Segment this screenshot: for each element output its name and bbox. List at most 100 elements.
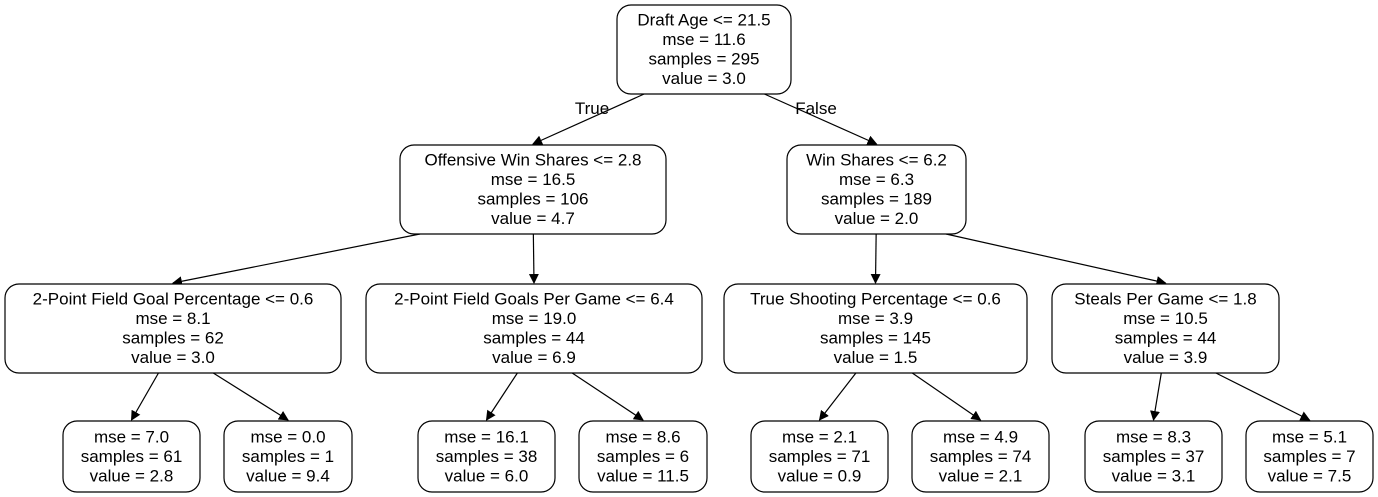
- edge-arrow: [1150, 372, 1162, 421]
- node-box: [223, 420, 353, 493]
- node-text-line: mse = 10.5: [1123, 309, 1208, 328]
- node-text-line: mse = 16.5: [491, 170, 576, 189]
- node-box: [1084, 420, 1223, 493]
- tree-edge: [1215, 372, 1311, 421]
- node-text-line: value = 11.5: [597, 466, 689, 485]
- node-box: [4, 283, 342, 374]
- tree-edge: [130, 372, 159, 421]
- node-box: [578, 420, 708, 493]
- node-text-line: value = 3.1: [1112, 466, 1196, 485]
- node-box: [616, 4, 792, 95]
- edge-arrow: [1215, 372, 1311, 421]
- tree-edge: [528, 233, 539, 284]
- node-text-line: Draft Age <= 21.5: [637, 11, 770, 30]
- tree-edge: [571, 372, 644, 421]
- tree-edge: [764, 93, 878, 145]
- node-text-line: Steals Per Game <= 1.8: [1074, 290, 1256, 309]
- edge-arrow: [532, 93, 645, 145]
- node-text-line: value = 7.5: [1268, 466, 1352, 485]
- node-text-line: value = 2.0: [835, 209, 919, 228]
- edge-arrow: [818, 372, 857, 421]
- node-text-line: samples = 62: [122, 329, 224, 348]
- node-text-line: samples = 37: [1103, 447, 1205, 466]
- edge-arrow: [528, 233, 539, 284]
- node-text-line: samples = 189: [821, 190, 932, 209]
- node-text-line: value = 0.9: [778, 466, 862, 485]
- edge-arrow: [485, 372, 518, 421]
- tree-edge: [1150, 372, 1162, 421]
- node-text-line: mse = 11.6: [662, 30, 745, 49]
- edge-arrow: [911, 372, 982, 421]
- node-text-line: mse = 3.9: [838, 309, 913, 328]
- node-box: [365, 283, 703, 374]
- node-text-line: mse = 7.0: [94, 427, 169, 446]
- node-text-line: samples = 7: [1263, 447, 1355, 466]
- node-text-line: samples = 295: [648, 50, 759, 69]
- node-box: [1051, 283, 1280, 374]
- node-text-line: Offensive Win Shares <= 2.8: [424, 151, 641, 170]
- node-text-line: samples = 106: [477, 190, 588, 209]
- tree-edge: [485, 372, 518, 421]
- tree-edge: [212, 372, 289, 421]
- node-text-line: value = 3.0: [131, 348, 215, 367]
- edge-arrow: [212, 372, 289, 421]
- tree-edge: [870, 233, 881, 284]
- node-text-line: samples = 44: [483, 329, 585, 348]
- node-text-line: value = 6.0: [445, 466, 529, 485]
- split-node: 2-Point Field Goal Percentage <= 0.6mse …: [4, 283, 342, 374]
- node-text-line: value = 6.9: [492, 348, 576, 367]
- node-text-line: value = 4.7: [491, 209, 575, 228]
- node-text-line: value = 3.0: [662, 69, 746, 88]
- node-text-line: value = 2.8: [90, 466, 174, 485]
- node-text-line: mse = 8.6: [605, 427, 680, 446]
- node-text-line: mse = 2.1: [782, 427, 857, 446]
- node-box: [786, 144, 967, 235]
- node-text-line: Win Shares <= 6.2: [806, 151, 947, 170]
- edge-arrow: [130, 372, 159, 421]
- node-text-line: 2-Point Field Goal Percentage <= 0.6: [33, 290, 314, 309]
- edge-arrow: [945, 233, 1167, 286]
- node-text-line: value = 3.9: [1124, 348, 1208, 367]
- node-text-line: mse = 6.3: [839, 170, 914, 189]
- node-text-line: samples = 44: [1115, 329, 1217, 348]
- node-text-line: value = 9.4: [246, 466, 330, 485]
- node-text-line: mse = 19.0: [492, 309, 577, 328]
- edge-arrow: [870, 233, 881, 284]
- edge-label-true: True: [575, 99, 609, 118]
- node-box: [417, 420, 556, 493]
- tree-edge: [818, 372, 857, 421]
- node-text-line: mse = 5.1: [1272, 427, 1347, 446]
- node-text-line: mse = 4.9: [943, 427, 1018, 446]
- node-text-line: mse = 8.3: [1116, 427, 1191, 446]
- node-text-line: samples = 1: [242, 447, 334, 466]
- node-text-line: mse = 8.1: [135, 309, 210, 328]
- edge-arrow: [764, 93, 878, 145]
- node-text-line: samples = 61: [81, 447, 183, 466]
- node-box: [911, 420, 1050, 493]
- tree-edge: [172, 233, 421, 287]
- node-box: [1245, 420, 1374, 493]
- node-box: [399, 144, 667, 235]
- node-text-line: samples = 71: [769, 447, 871, 466]
- node-box: [750, 420, 889, 493]
- node-text-line: mse = 0.0: [250, 427, 325, 446]
- node-text-line: value = 2.1: [939, 466, 1023, 485]
- node-text-line: True Shooting Percentage <= 0.6: [750, 290, 1001, 309]
- edge-arrow: [172, 233, 421, 287]
- node-box: [723, 283, 1028, 374]
- node-box: [62, 420, 201, 493]
